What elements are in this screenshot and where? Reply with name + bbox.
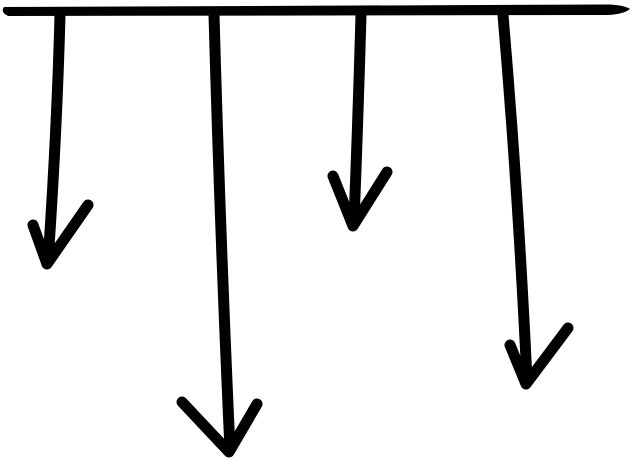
down-arrow-icon xyxy=(176,9,263,458)
down-arrow-icon xyxy=(27,9,94,270)
horizontal-bar xyxy=(2,4,630,16)
arrow-3-head xyxy=(327,166,393,232)
arrow-2-shaft xyxy=(208,9,236,456)
arrow-1-head xyxy=(27,199,94,270)
arrow-4-head xyxy=(504,322,574,390)
down-arrow-icon xyxy=(497,9,574,390)
arrow-4-shaft xyxy=(497,9,533,386)
arrow-2-head xyxy=(176,396,263,458)
arrow-3-shaft xyxy=(348,9,367,228)
arrow-1-shaft xyxy=(42,9,66,268)
down-arrow-icon xyxy=(327,9,393,232)
